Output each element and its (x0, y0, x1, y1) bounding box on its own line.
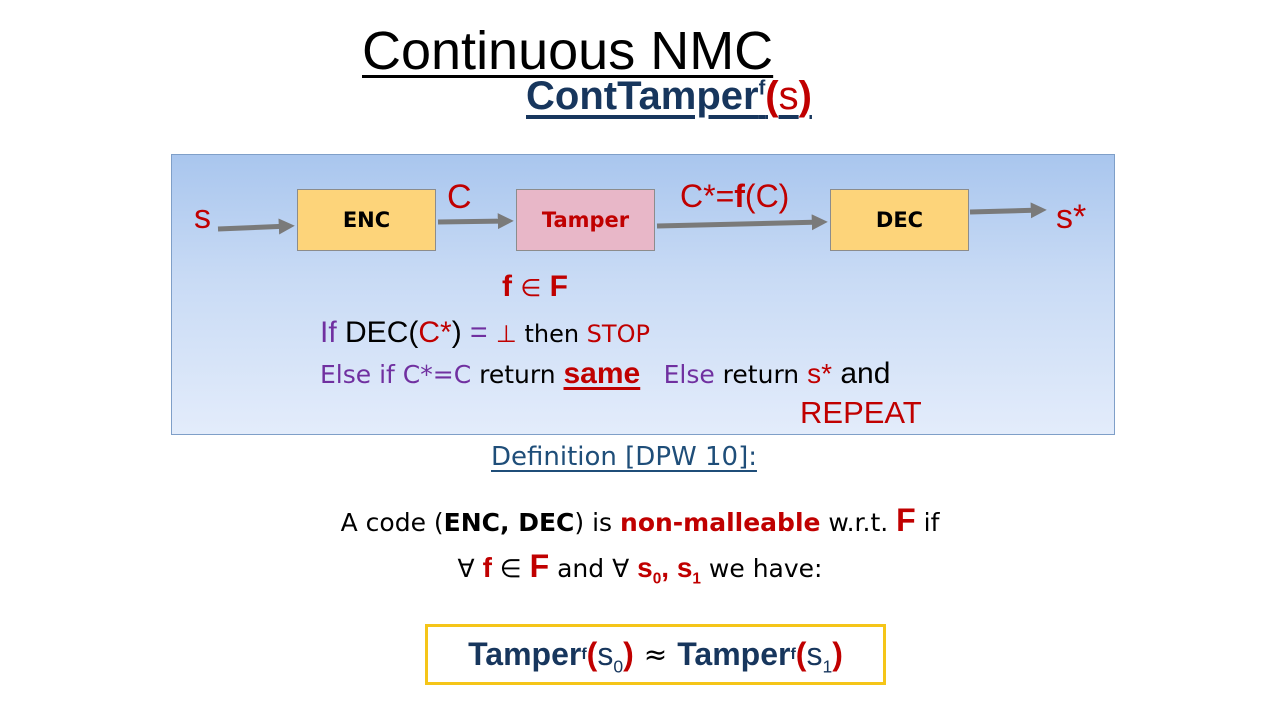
cont-tamper-arg: s (778, 74, 799, 118)
formula-left-close: ) (623, 636, 634, 672)
rule2-else-if: Else if (320, 360, 403, 389)
rule2-cond: C*=C (402, 360, 472, 389)
def1-F: F (896, 502, 916, 538)
formula-left-open: ( (586, 636, 598, 672)
codeword-label: C (447, 178, 472, 216)
rule1-dec: DEC( (345, 316, 419, 349)
rule1-if: If (320, 316, 337, 349)
rule1-bottom: ⊥ (495, 320, 517, 348)
def1-wrt: w.r.t. (820, 508, 897, 537)
def2-forall: ∀ (457, 554, 483, 583)
arrow-tamper-to-dec (656, 214, 828, 231)
formula-right-name: Tamper (677, 636, 791, 672)
definition-heading: Definition [DPW 10]: (491, 442, 757, 472)
cont-tamper-name: ContTamper (526, 74, 759, 118)
rule1-stop: STOP (586, 320, 650, 348)
cont-tamper-open: ( (765, 74, 779, 118)
rule1-cstar: C* (418, 316, 452, 349)
def2-s0: s0 (637, 552, 662, 588)
element-of-symbol: ∈ (520, 275, 542, 302)
def1-is: ) is (574, 508, 621, 537)
arrow-dec-to-sstar (969, 202, 1047, 219)
definition-line-1: A code (ENC, DEC) is non-malleable w.r.t… (0, 502, 1280, 539)
tamper-box: Tamper (516, 189, 655, 251)
arrow-enc-to-tamper (437, 213, 514, 230)
family-membership: f ∈ F (502, 270, 568, 304)
cont-tamper-close: ) (798, 74, 812, 118)
output-label: s* (1056, 198, 1087, 236)
rule2-sstar: s* (807, 358, 832, 389)
def1-if: if (915, 508, 940, 537)
cont-tamper-sup: f (758, 77, 766, 100)
enc-box: ENC (297, 189, 436, 251)
def2-s1: s1 (676, 552, 701, 588)
formula-left-name: Tamper (468, 636, 582, 672)
definition-line-2: ∀ f ∈ F and ∀ s0, s1 we have: (0, 548, 1280, 588)
formula-right-close: ) (832, 636, 843, 672)
tampered-codeword-label: C*=f(C) (680, 178, 789, 215)
rule-stop-line: If DEC(C*) = ⊥ then STOP (320, 316, 650, 350)
family-f: f (502, 270, 512, 303)
tampered-f: f (734, 178, 745, 214)
rule1-then: then (516, 320, 587, 348)
def1-non-malleable: non-malleable (620, 508, 821, 537)
def1-encdec: ENC, DEC (443, 508, 575, 537)
approx-symbol: ≈ (643, 638, 668, 671)
def2-F: F (529, 548, 550, 584)
dec-box: DEC (830, 189, 969, 251)
rule1-close: ) (451, 316, 462, 349)
def2-in: ∈ (491, 554, 530, 583)
def2-and: and ∀ (549, 554, 638, 583)
slide-subtitle: ContTamperf(s) (526, 74, 812, 119)
rule-same-line: Else if C*=C return same Else return s* … (320, 357, 890, 391)
slide-title: Continuous NMC (362, 21, 774, 81)
rule1-eq: = (461, 316, 496, 349)
rule2-same: same (563, 357, 641, 390)
tampered-prefix: C*= (680, 178, 735, 214)
formula-right-arg: s1 (806, 636, 833, 677)
def2-f: f (482, 552, 492, 583)
tampered-suffix: (C) (744, 178, 790, 214)
def2-comma: , (661, 552, 677, 583)
rule2-else: Else (663, 360, 715, 389)
formula-right-open: ( (795, 636, 807, 672)
def1-a: A code ( (340, 508, 444, 537)
family-F: F (549, 270, 568, 303)
rule2-return: return (471, 360, 564, 389)
arrow-s-to-enc (217, 218, 295, 235)
def2-rest: we have: (700, 554, 823, 583)
rule2-return2: return (714, 360, 808, 389)
formula-left-arg: s0 (597, 636, 624, 677)
rule2-and: and (831, 357, 891, 390)
input-label: s (194, 198, 211, 236)
repeat-label: REPEAT (800, 395, 922, 430)
